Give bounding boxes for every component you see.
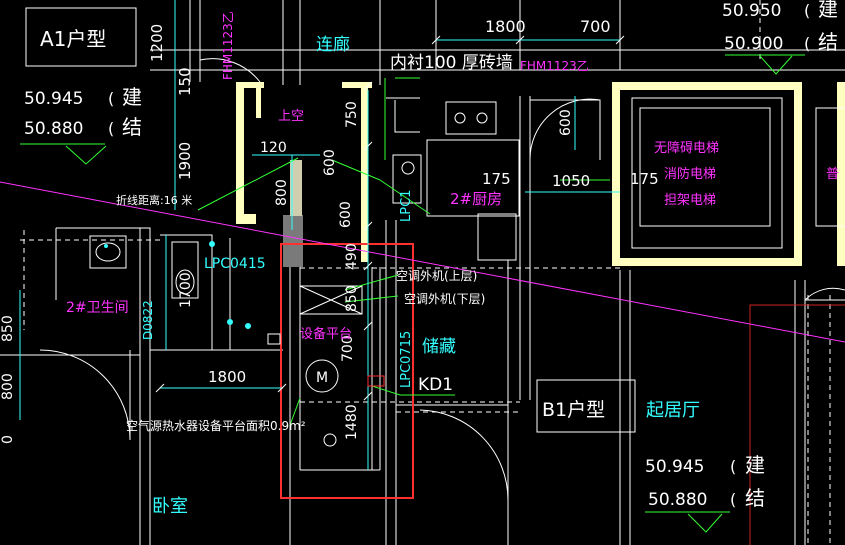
elevation-paren-6: ( [730,490,736,509]
highlight-box [280,243,414,499]
elevator-barrier-free: 无障碍电梯 [654,141,719,156]
elevation-paren-5: ( [730,457,736,476]
dim-175-a: 175 [482,170,511,188]
dim-750: 750 [344,101,360,128]
elevation-struct-top-right: 50.900 [724,34,783,54]
dim-150: 150 [176,67,194,96]
note-lpc0715: LPC0715 [399,331,414,388]
dim-1050: 1050 [552,172,590,190]
elevator-partial: 普 [826,167,839,182]
note-heater-platform: 空气源热水器设备平台面积0.9m² [126,418,306,433]
column [283,215,303,267]
dim-0-left: 0 [0,435,16,444]
floor-drain [267,333,281,345]
elevator-fire: 消防电梯 [664,166,716,182]
dim-850-left: 850 [0,315,16,342]
dim-1800-bottom: 1800 [208,368,246,386]
elevation-paren-1: ( [108,89,114,108]
room-void-above: 上空 [278,109,304,124]
dim-600-a: 600 [322,149,338,176]
room-bedroom: 卧室 [152,496,188,517]
elevation-mark-arch-2: 建 [818,0,838,21]
dim-1900: 1900 [176,142,194,180]
elevation-paren-4: ( [804,34,810,53]
room-corridor: 连廊 [316,35,350,55]
elevation-struct-bottom-right: 50.880 [648,490,707,510]
note-d0822: D0822 [141,300,155,340]
dim-800-left: 800 [0,373,16,400]
dim-1700: 1700 [178,272,194,308]
elevation-mark-arch-1: 建 [122,85,142,109]
dim-1200: 1200 [148,24,166,62]
outlet-box [367,375,385,387]
leader-lines [20,54,805,533]
room-storage: 储藏 [422,337,456,357]
right-red-outline [749,304,845,545]
elevation-mark-arch-3: 建 [745,453,765,477]
elevation-mark-struct-2: 结 [818,30,838,54]
dim-490: 490 [344,243,360,270]
elevation-arch-bottom-right: 50.945 [645,457,704,477]
elevator-stretcher: 担架电梯 [664,193,716,208]
dim-600-b: 600 [338,201,354,228]
motor-label: M [316,370,328,386]
room-bathroom: 2#卫生间 [66,300,129,316]
note-kd1: KD1 [418,375,453,395]
dim-1480: 1480 [344,404,360,440]
elevation-mark-struct-3: 结 [745,486,765,510]
dim-1800-top: 1800 [485,17,526,36]
room-equipment-platform: 设备平台 [300,326,352,342]
note-folding-line: 折线距离:16 米 [116,193,192,207]
note-lining-wall: 内衬100 厚砖墙 [390,53,513,73]
dim-175-b: 175 [630,170,659,188]
unit-label-b1: B1户型 [542,399,605,421]
dim-120: 120 [260,140,287,156]
fixture-marks [104,241,251,329]
dim-700-top: 700 [580,17,611,36]
note-ac-upper: 空调外机(上层) [396,269,477,283]
elevation-mark-struct-1: 结 [122,115,142,139]
note-fire-door-right: FHM1123乙 [520,59,589,73]
note-fire-door-left: FHM1123乙 [221,11,235,80]
note-lpc-kitchen: LPC1 [399,190,414,222]
dimension-ticks [155,35,625,401]
room-living: 起居厅 [646,400,700,421]
elevation-paren-2: ( [108,119,114,138]
dim-700-mid: 700 [340,335,356,362]
dim-800: 800 [274,179,290,206]
note-ac-lower: 空调外机(下层) [404,292,485,306]
unit-label-a1: A1户型 [40,27,106,51]
cut-line [0,181,845,343]
walls [236,82,845,266]
dimension-lines [19,0,620,470]
column-top [290,160,302,216]
dim-600-right: 600 [558,109,574,136]
elevation-paren-3: ( [804,1,810,20]
elevation-struct-top-left: 50.880 [24,119,83,139]
note-lpc0415: LPC0415 [204,256,266,272]
dim-850: 850 [344,285,360,312]
elevation-arch-top-right: 50.950 [722,1,781,21]
room-kitchen: 2#厨房 [450,190,502,208]
elevation-arch-top-left: 50.945 [24,89,83,109]
